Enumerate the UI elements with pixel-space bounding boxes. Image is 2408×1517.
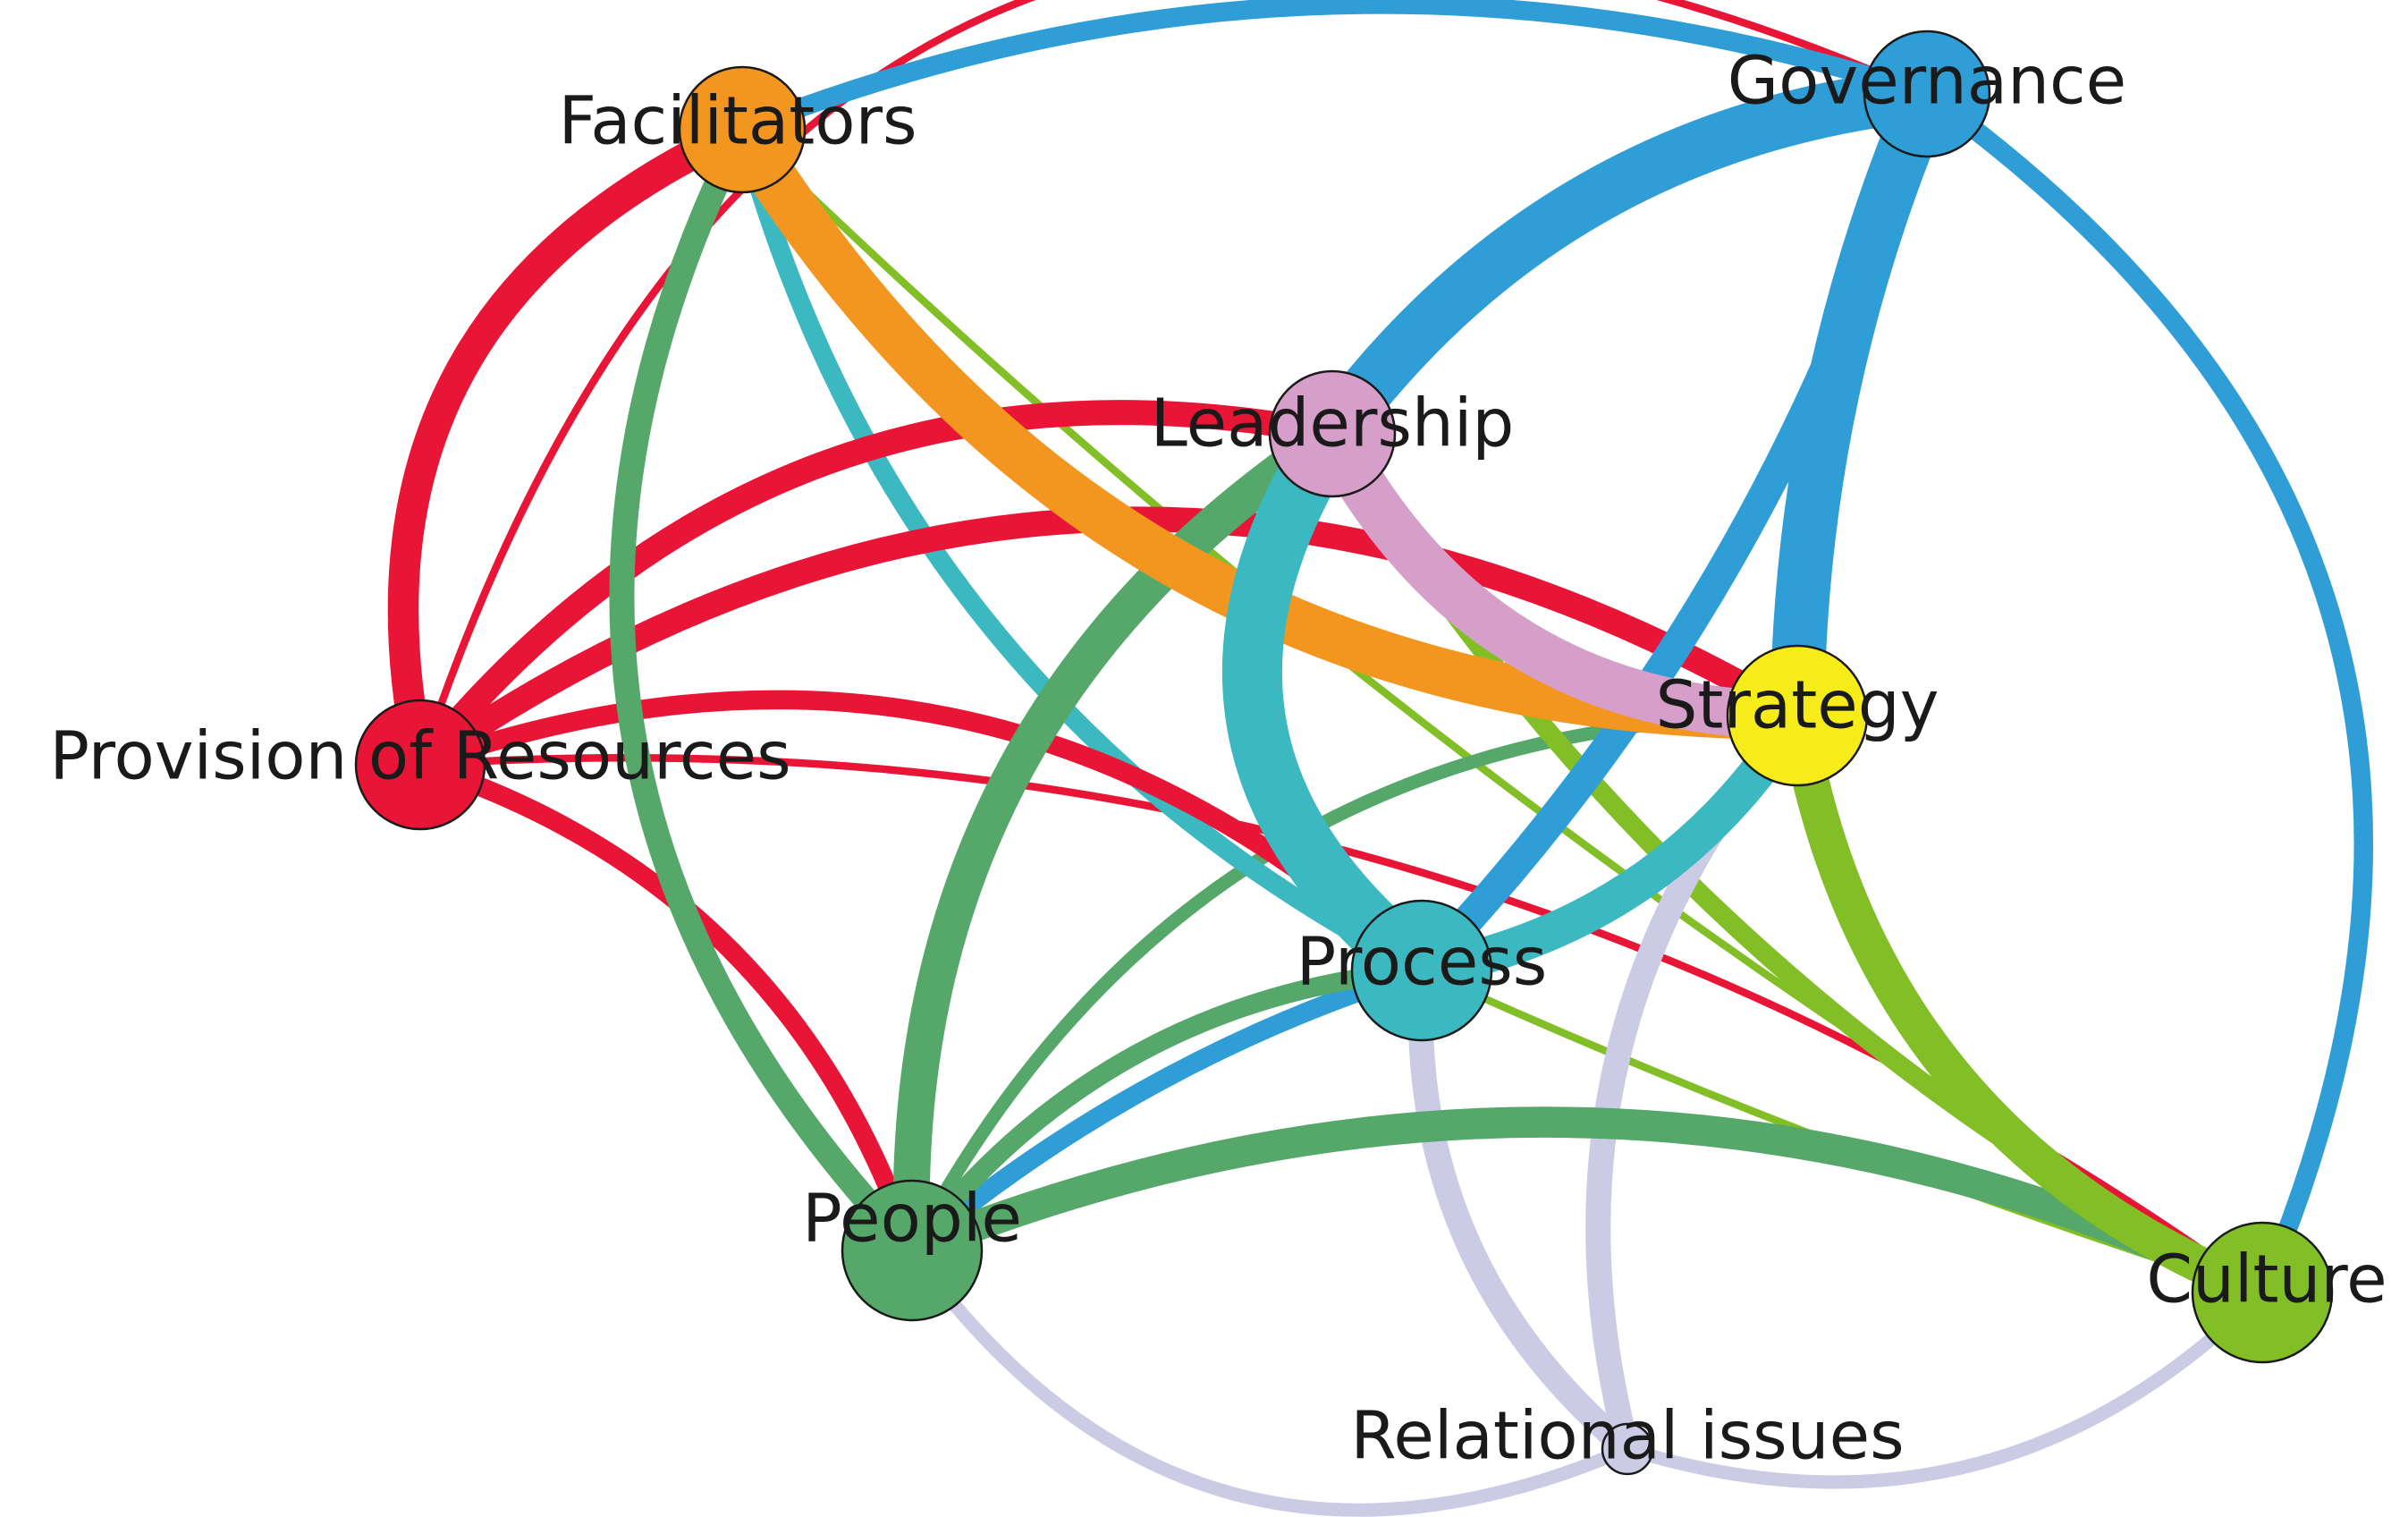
edge-provision-people: [417, 755, 922, 1254]
node-layer: [354, 30, 2334, 1476]
node-process[interactable]: [1350, 899, 1493, 1042]
edge-strategy-culture: [1779, 712, 2269, 1310]
node-facilitators[interactable]: [678, 65, 807, 194]
edge-process-people: [904, 961, 1423, 1257]
edge-governance-strategy: [1770, 83, 1952, 716]
edge-leadership-people: [892, 418, 1343, 1251]
node-relational[interactable]: [1601, 1422, 1654, 1476]
node-label-provision: Provision of Resources: [49, 718, 790, 795]
edge-facilitators-process: [732, 127, 1426, 979]
edge-leadership-process: [1221, 418, 1441, 995]
edge-governance-leadership: [1310, 66, 1931, 451]
edge-people-relational: [906, 1246, 1630, 1517]
edge-leadership-strategy: [1311, 422, 1798, 740]
node-leadership[interactable]: [1268, 369, 1397, 498]
edge-process-people: [906, 961, 1425, 1259]
node-label-relational: Relational issues: [1350, 1398, 1904, 1475]
node-label-strategy: Strategy: [1655, 667, 1939, 744]
node-culture[interactable]: [2191, 1221, 2334, 1364]
edge-governance-culture: [1921, 86, 2373, 1297]
node-strategy[interactable]: [1726, 644, 1869, 787]
node-provision[interactable]: [354, 699, 486, 831]
node-label-people: People: [802, 1181, 1022, 1258]
node-governance[interactable]: [1863, 30, 1991, 158]
edge-facilitators-provision: [387, 115, 749, 768]
edge-people-culture: [906, 1106, 2269, 1307]
edge-culture-relational: [1625, 1287, 2268, 1489]
edge-governance-facilitators: [739, 0, 1931, 140]
node-label-governance: Governance: [1728, 43, 2126, 120]
edge-provision-leadership: [410, 400, 1335, 773]
node-label-facilitators: Facilitators: [558, 83, 917, 160]
node-label-process: Process: [1297, 924, 1548, 1001]
node-label-leadership: Leadership: [1151, 386, 1515, 462]
edge-process-relational: [1407, 970, 1636, 1459]
node-people[interactable]: [841, 1179, 984, 1322]
edge-provision-culture: [419, 754, 2265, 1296]
edge-facilitators-people: [609, 123, 922, 1259]
label-layer: GovernanceFacilitatorsLeadershipProvisio…: [49, 43, 2387, 1475]
node-label-culture: Culture: [2146, 1242, 2387, 1318]
edge-provision-governance: [416, 0, 1929, 767]
